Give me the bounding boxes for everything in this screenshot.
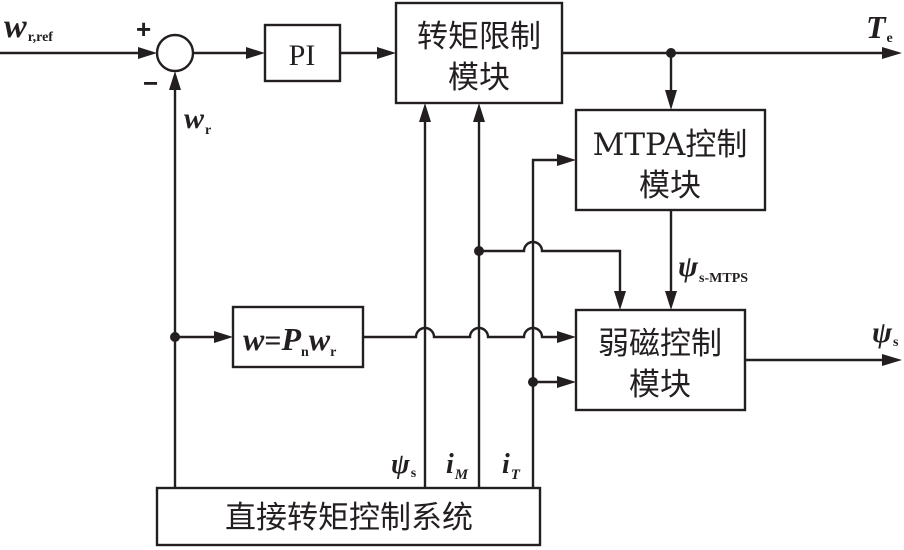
speed-conversion-block [231, 305, 365, 369]
current-m-branch-line [479, 240, 622, 300]
flux-weakening-label-line2: 模块 [629, 367, 691, 403]
summing-junction [155, 33, 195, 73]
mtpa-label-line1: MTPA控制 [593, 127, 748, 163]
arrowhead [665, 291, 677, 310]
pi-label: PI [289, 39, 316, 72]
flux-output-label: ψs [872, 316, 899, 350]
arrowhead [882, 47, 902, 59]
plus-sign: + [136, 14, 151, 44]
mtpa-block [574, 108, 767, 212]
speed-ref-label: wr,ref [4, 8, 53, 45]
arrowhead [557, 154, 576, 166]
torque-limit-block [394, 1, 564, 105]
flux-weakening-block [574, 308, 747, 412]
minus-sign: − [143, 68, 158, 98]
arrowhead [665, 90, 677, 110]
arrowhead [473, 103, 485, 122]
arrowhead [138, 47, 157, 59]
flux-weakening-label-line1: 弱磁控制 [598, 326, 722, 362]
speed-feedback-label: wr [184, 102, 211, 138]
arrowhead [169, 71, 181, 90]
pi-block [263, 23, 342, 83]
arrowhead [419, 103, 431, 122]
torque-output-label: Te [866, 9, 893, 46]
arrowhead [214, 331, 233, 343]
current-m-label: iM [446, 449, 469, 483]
torque-limit-label-line1: 转矩限制 [417, 19, 541, 55]
flux-feedback-label: ψs [391, 449, 417, 481]
current-t-label: iT [502, 449, 521, 483]
arrowhead [246, 47, 265, 59]
current-t-line [531, 158, 566, 488]
mtpa-label-line2: 模块 [639, 168, 701, 204]
arrowhead [557, 376, 576, 388]
electrical-speed-line [363, 326, 566, 339]
arrowhead [614, 291, 626, 310]
torque-limit-label-line2: 模块 [448, 60, 510, 96]
mtps-flux-label: ψs-MTPS [678, 250, 748, 286]
arrowhead [557, 331, 576, 343]
dtc-system-block [155, 486, 542, 547]
speed-conversion-formula: w=Pnwr [243, 321, 336, 360]
arrowhead [377, 47, 396, 59]
dtc-system-label: 直接转矩控制系统 [225, 500, 473, 536]
arrowhead [882, 354, 902, 366]
